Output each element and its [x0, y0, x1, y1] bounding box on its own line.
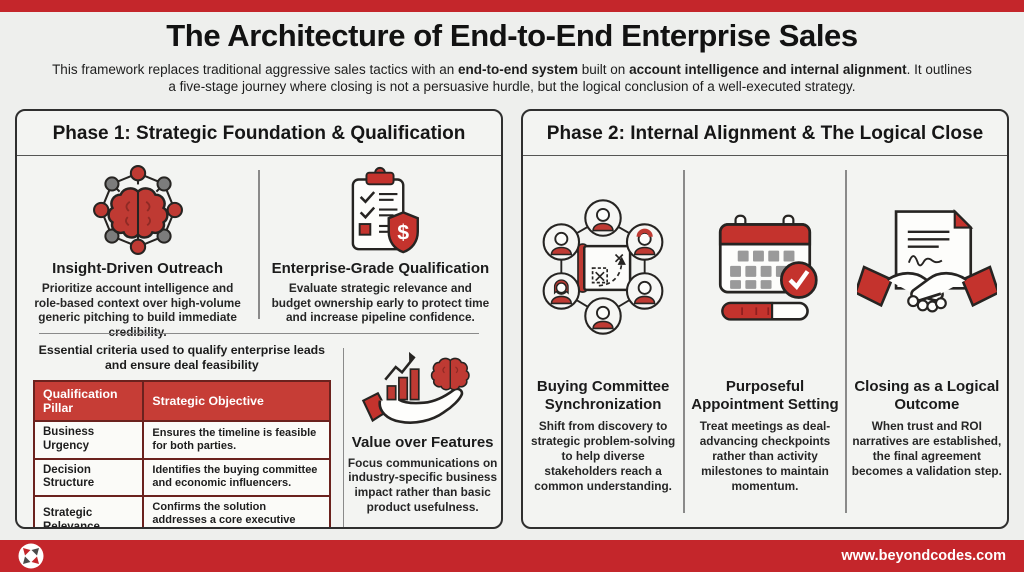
page-subtitle: This framework replaces traditional aggr…: [47, 61, 977, 96]
enterprise-grade-qualification-item: $ Enterprise-Grade Qualification Evaluat…: [260, 156, 501, 333]
top-accent-bar: [0, 0, 1024, 12]
item-description: Evaluate strategic relevance and budget …: [271, 281, 490, 325]
phases-row: Phase 1: Strategic Foundation & Qualific…: [15, 108, 1009, 529]
phase-2-body: Buying Committee Synchronization Shift f…: [523, 156, 1007, 527]
table-row: Decision Structure Identifies the buying…: [32, 457, 331, 498]
item-description: Prioritize account intelligence and role…: [34, 281, 241, 339]
clipboard-shield-icon: $: [328, 164, 432, 256]
item-title: Buying Committee Synchronization: [536, 377, 670, 413]
table-cell: Identifies the buying committee and econ…: [142, 457, 331, 498]
page-title: The Architecture of End-to-End Enterpris…: [166, 18, 858, 53]
qualification-table: Qualification Pillar Strategic Objective…: [32, 379, 331, 527]
table-cell: Decision Structure: [32, 457, 145, 498]
table-cell: Strategic Relevance: [32, 495, 145, 527]
item-title: Enterprise-Grade Qualification: [271, 259, 490, 277]
svg-text:$: $: [398, 220, 410, 244]
item-description: Focus communications on industry-specifi…: [347, 455, 498, 514]
table-cell: Business Urgency: [32, 419, 145, 460]
table-row: Strategic Relevance Confirms the solutio…: [32, 495, 331, 527]
table-row: Business Urgency Ensures the timeline is…: [32, 419, 331, 460]
calendar-check-icon: [705, 156, 825, 378]
phase-1-body: Insight-Driven Outreach Prioritize accou…: [17, 156, 501, 527]
hand-growth-brain-icon: [358, 344, 488, 430]
logical-close-item: Closing as a Logical Outcome When trust …: [847, 156, 1007, 527]
subtitle-text-2: built on: [578, 61, 630, 77]
footer-bar: www.beyondcodes.com: [0, 540, 1024, 572]
item-title: Insight-Driven Outreach: [52, 259, 224, 277]
item-description: Shift from discovery to strategic proble…: [531, 419, 676, 493]
value-over-features-item: Value over Features Focus communications…: [344, 334, 501, 526]
phase-2-heading: Phase 2: Internal Alignment & The Logica…: [523, 111, 1007, 156]
contract-handshake-icon: [856, 156, 997, 378]
vertical-divider: [342, 348, 345, 527]
buying-committee-icon: [529, 156, 677, 378]
phase-1-heading: Phase 1: Strategic Foundation & Qualific…: [17, 111, 501, 156]
subtitle-text: This framework replaces traditional aggr…: [52, 61, 458, 77]
phase-1-top-row: Insight-Driven Outreach Prioritize accou…: [17, 156, 501, 339]
table-cell: Ensures the timeline is feasible for bot…: [142, 419, 331, 460]
phase-1-panel: Phase 1: Strategic Foundation & Qualific…: [15, 108, 503, 529]
insight-driven-outreach-item: Insight-Driven Outreach Prioritize accou…: [17, 156, 258, 339]
appointment-setting-item: Purposeful Appointment Setting Treat mee…: [685, 156, 845, 527]
qualification-table-section: Essential criteria used to qualify enter…: [17, 334, 343, 527]
brain-network-icon: [86, 164, 190, 256]
vertical-divider: [845, 169, 847, 513]
table-header-cell: Qualification Pillar: [32, 379, 145, 422]
footer-website-link[interactable]: www.beyondcodes.com: [841, 548, 1006, 564]
item-description: Treat meetings as deal-advancing checkpo…: [699, 419, 831, 493]
subtitle-bold-2: account intelligence and internal alignm…: [629, 61, 907, 77]
beyondcodes-logo: [18, 543, 44, 569]
item-title: Value over Features: [351, 434, 494, 452]
phase-1-bottom-row: Essential criteria used to qualify enter…: [17, 334, 501, 527]
table-header-cell: Strategic Objective: [142, 379, 331, 422]
vertical-divider: [258, 169, 260, 319]
horizontal-divider: [39, 332, 479, 335]
table-header-row: Qualification Pillar Strategic Objective: [32, 379, 331, 422]
subtitle-text-3: . It outlines a five-stage journey where…: [168, 61, 972, 95]
buying-committee-item: Buying Committee Synchronization Shift f…: [523, 156, 683, 527]
table-caption: Essential criteria used to qualify enter…: [38, 343, 326, 373]
item-title: Purposeful Appointment Setting: [691, 377, 839, 413]
item-description: When trust and ROI narratives are establ…: [851, 419, 1002, 478]
phase-2-panel: Phase 2: Internal Alignment & The Logica…: [521, 108, 1009, 529]
vertical-divider: [683, 169, 685, 513]
subtitle-bold-1: end-to-end system: [457, 61, 579, 77]
item-title: Closing as a Logical Outcome: [854, 377, 1000, 413]
table-cell: Confirms the solution addresses a core e…: [142, 495, 331, 527]
page-header: The Architecture of End-to-End Enterpris…: [0, 12, 1024, 96]
